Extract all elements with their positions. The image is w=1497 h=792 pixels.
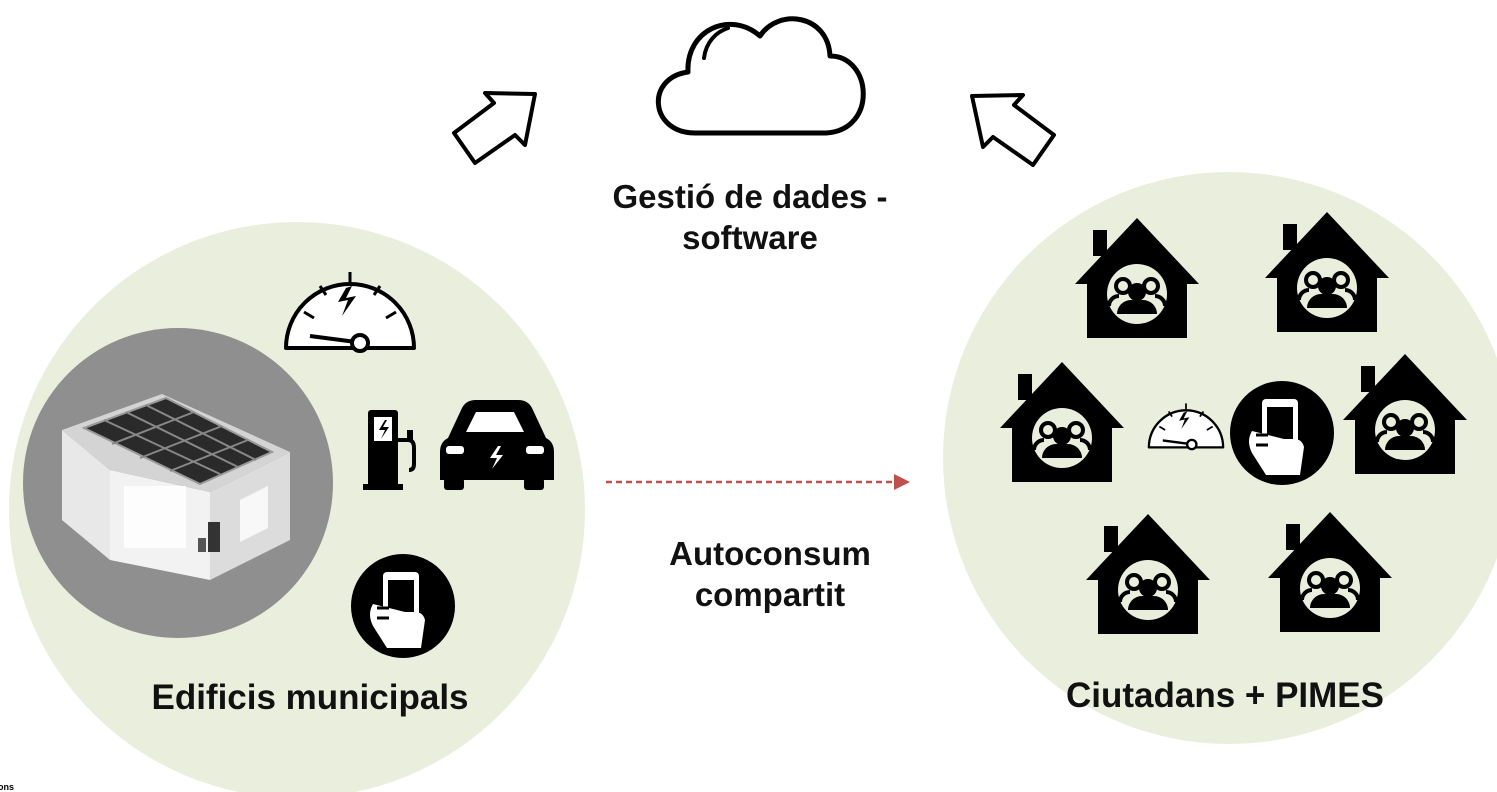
autoconsum-line-1: Autoconsum (669, 535, 871, 572)
autoconsum-line-2: compartit (694, 576, 846, 614)
corner-mark: ons (0, 782, 14, 792)
software-line-2: software (682, 219, 818, 257)
arrow-up-left-icon (970, 93, 1056, 167)
autoconsum-label: Autoconsum compartit (600, 533, 940, 616)
arrow-up-right-icon (452, 91, 537, 165)
municipal-label: Edificis municipals (151, 678, 469, 717)
software-title: Gestió de dades - software (560, 176, 940, 259)
ev-charger-icon (363, 410, 416, 490)
citizens-label: Ciutadans + PIMES (1066, 676, 1384, 715)
software-line-1: Gestió de dades - (612, 178, 888, 215)
electric-car-icon (440, 400, 554, 490)
smartphone-hand-icon (349, 552, 457, 660)
smartphone-hand-icon (1228, 379, 1336, 487)
cloud-icon (656, 16, 866, 136)
dashed-arrow (606, 474, 910, 490)
solar-building-image (23, 328, 333, 638)
